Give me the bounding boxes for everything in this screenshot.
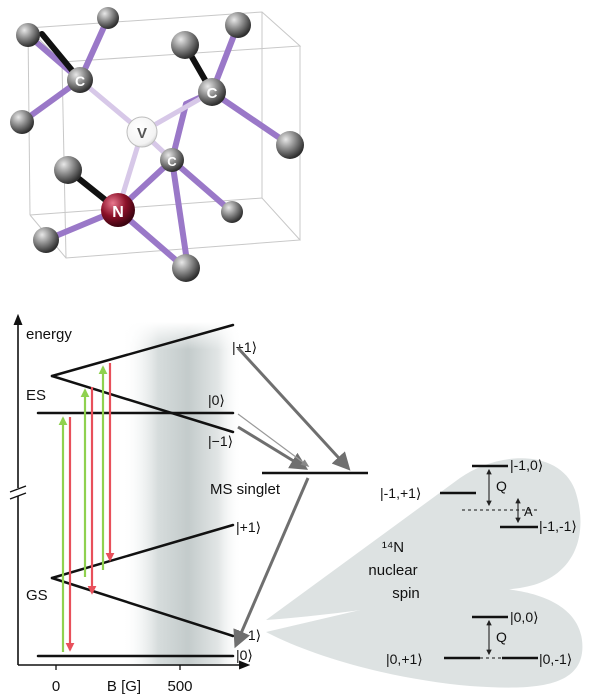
es-level-plus1: |+1⟩ [232,339,257,355]
x-tick-0: 0 [52,678,60,695]
gs-level-plus1: |+1⟩ [236,519,261,535]
carbon-atom-upper-right: C [198,78,226,106]
gs-level-0: |0⟩ [236,647,253,663]
nuclear-spin-title-line2: nuclear [368,562,417,579]
svg-text:C: C [207,85,218,102]
carbon-atom-upper-left: C [67,67,93,93]
carbon-atom-lower: C [160,148,184,172]
nuclear-spin-bubble-lower [266,588,583,688]
es-level-0: |0⟩ [208,392,225,408]
unit-cube [26,11,302,259]
x-tick-500: 500 [167,678,192,695]
y-axis-label: energy [26,326,72,343]
svg-text:|0,0⟩: |0,0⟩ [510,609,539,625]
svg-text:|-1,0⟩: |-1,0⟩ [510,457,543,473]
hyperfine-upper: |-1,0⟩ |-1,+1⟩ |-1,-1⟩ Q A [380,457,577,534]
optical-transitions [58,363,115,652]
svg-text:Q: Q [496,478,507,494]
es-level-minus1: |−1⟩ [208,433,233,449]
ground-state-levels [36,523,235,658]
hyperfine-lower: |0,0⟩ |0,+1⟩ |0,-1⟩ Q [386,609,572,667]
carbon-outer-atoms [10,7,304,282]
svg-text:V: V [137,125,147,142]
excited-state-levels [36,323,235,434]
intersystem-crossing-arrows [233,346,351,649]
es-label: ES [26,387,46,404]
svg-text:|-1,-1⟩: |-1,-1⟩ [539,518,577,534]
nuclear-spin-title-line3: spin [392,585,420,602]
svg-text:N: N [112,204,124,221]
gs-label: GS [26,587,48,604]
x-axis-label: B [G] [107,678,141,695]
nuclear-spin-title-line1: ¹⁴N [382,539,404,556]
svg-text:C: C [75,73,85,89]
svg-text:Q: Q [496,629,507,645]
svg-text:|-1,+1⟩: |-1,+1⟩ [380,485,421,501]
crystal-structure: V C C C N [10,7,304,282]
svg-text:C: C [167,154,177,169]
energy-diagram: energy 0 B [G] 500 ES |+1⟩ |0⟩ |−1⟩ GS |… [9,313,583,695]
svg-text:|0,-1⟩: |0,-1⟩ [539,651,572,667]
nuclear-spin-bubble-upper [266,458,581,620]
vacancy-atom: V [126,116,158,148]
singlet-label: MS singlet [210,481,281,498]
nitrogen-atom: N [101,193,135,227]
svg-text:|0,+1⟩: |0,+1⟩ [386,651,423,667]
svg-text:A: A [524,504,533,519]
